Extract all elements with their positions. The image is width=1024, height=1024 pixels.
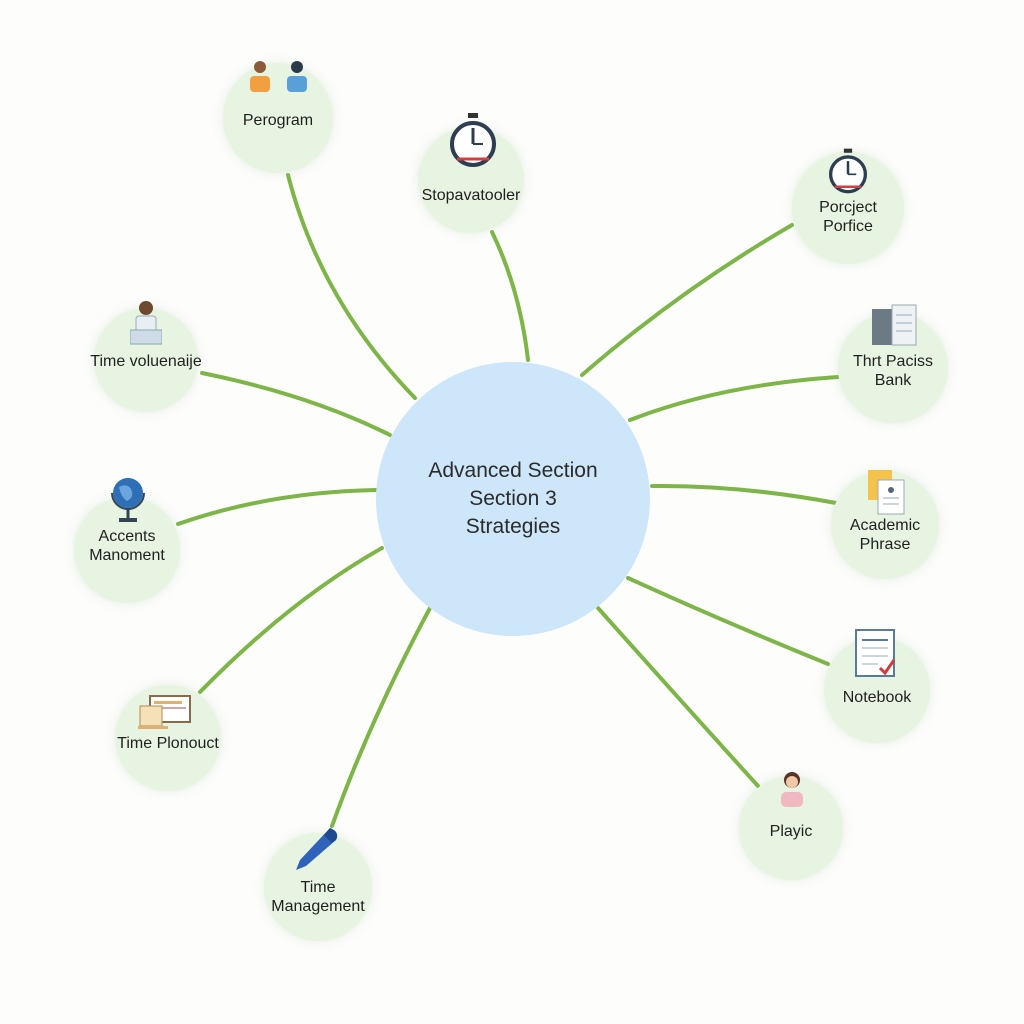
node-label-line: Thrt Paciss [852, 353, 934, 370]
checklist-icon [854, 628, 898, 678]
globe-icon [109, 475, 147, 523]
node-label-line: Bank [874, 372, 912, 389]
presenter-icon [129, 298, 163, 348]
node-label-time-voluenaije: Time voluenaije [90, 352, 201, 371]
node-label-line: Manoment [89, 547, 165, 564]
node-label-line: Playic [769, 823, 813, 840]
node-label-line: Stopavatooler [421, 187, 521, 204]
hub-line-1: Advanced Section [428, 459, 598, 482]
stopwatch-icon [447, 111, 499, 169]
node-label-line: Notebook [842, 689, 912, 706]
laptop-icon [138, 692, 194, 732]
node-label-stopavatooler: Stopavatooler [422, 186, 521, 205]
connector-playic [596, 606, 760, 788]
connector-porcject-porfice [580, 223, 794, 377]
central-hub[interactable]: Advanced Section Section 3 Strategies [376, 362, 650, 636]
connector-academic-phrase [650, 483, 838, 505]
node-perogram[interactable] [223, 63, 333, 173]
two-people-icon [246, 58, 312, 96]
hub-line-2: Section 3 [469, 487, 557, 510]
building-icon [870, 303, 918, 347]
connector-time-plonouct [198, 546, 384, 694]
node-label-line: Porfice [823, 218, 873, 235]
node-label-line: Phrase [859, 536, 911, 553]
node-label-line: Management [271, 898, 365, 915]
connector-thrt-paciss-bank [628, 375, 840, 422]
node-label-playic: Playic [770, 822, 813, 841]
connector-time-management [330, 606, 432, 828]
pen-icon [292, 826, 340, 872]
node-label-line: Time [300, 879, 336, 896]
node-label-line: Porcject [819, 199, 877, 216]
node-label-line: Time Plonouct [117, 735, 219, 752]
documents-icon [866, 468, 906, 516]
node-label-time-plonouct: Time Plonouct [117, 734, 219, 753]
connector-accents-manoment [176, 488, 378, 526]
node-label-perogram: Perogram [243, 111, 313, 130]
node-label-line: Perogram [242, 112, 314, 129]
connector-stopavatooler [490, 230, 530, 362]
node-label-line: Accents [98, 528, 156, 545]
hub-line-3: Strategies [465, 515, 561, 538]
node-label-line: Academic [849, 517, 921, 534]
connector-time-voluenaije [200, 371, 392, 437]
woman-icon [778, 770, 806, 808]
connector-perogram [286, 173, 417, 400]
connector-notebook [626, 576, 830, 666]
node-label-line: Time voluenaije [90, 353, 202, 370]
stopwatch-icon [825, 147, 871, 195]
node-label-notebook: Notebook [843, 688, 912, 707]
